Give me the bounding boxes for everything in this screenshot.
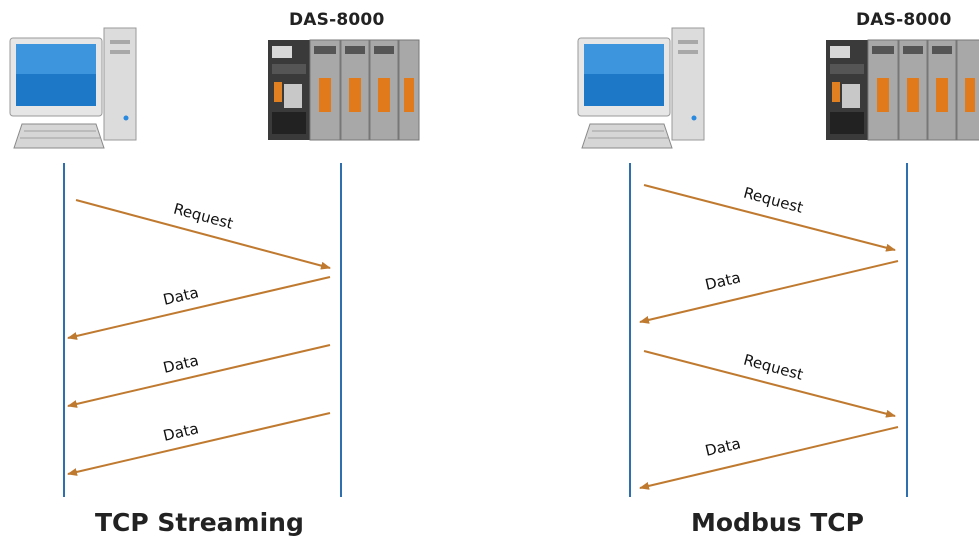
- device-label: DAS-8000: [856, 10, 952, 30]
- request-arrow: [75, 199, 331, 270]
- data-arrow: [67, 344, 331, 408]
- data-label: Data: [161, 419, 200, 445]
- request-arrow: [643, 350, 896, 418]
- desktop-computer-icon: [9, 27, 137, 149]
- data-arrow: [639, 260, 899, 324]
- data-label: Data: [161, 283, 200, 309]
- desktop-computer-icon: [577, 27, 705, 149]
- request-arrow: [643, 184, 896, 252]
- panel-title: Modbus TCP: [691, 508, 864, 537]
- data-arrow: [639, 426, 899, 490]
- modbus-tcp-diagram: Request Data Request Data: [577, 27, 979, 497]
- tcp-streaming-diagram: Request Data Data Data: [9, 27, 420, 497]
- data-arrow: [67, 412, 331, 476]
- panel-title: TCP Streaming: [95, 508, 304, 537]
- modbus-tcp-panel: Request Data Request Data DAS-8000 Modbu…: [568, 0, 979, 542]
- data-label: Data: [161, 351, 200, 377]
- das-8000-device-icon: [268, 39, 420, 141]
- data-label: Data: [703, 268, 742, 294]
- device-label: DAS-8000: [289, 10, 385, 30]
- tcp-streaming-panel: Request Data Data Data DAS-8000 TCP Stre…: [0, 0, 440, 542]
- das-8000-device-icon: [826, 39, 979, 141]
- data-arrow: [67, 276, 331, 340]
- data-label: Data: [703, 434, 742, 460]
